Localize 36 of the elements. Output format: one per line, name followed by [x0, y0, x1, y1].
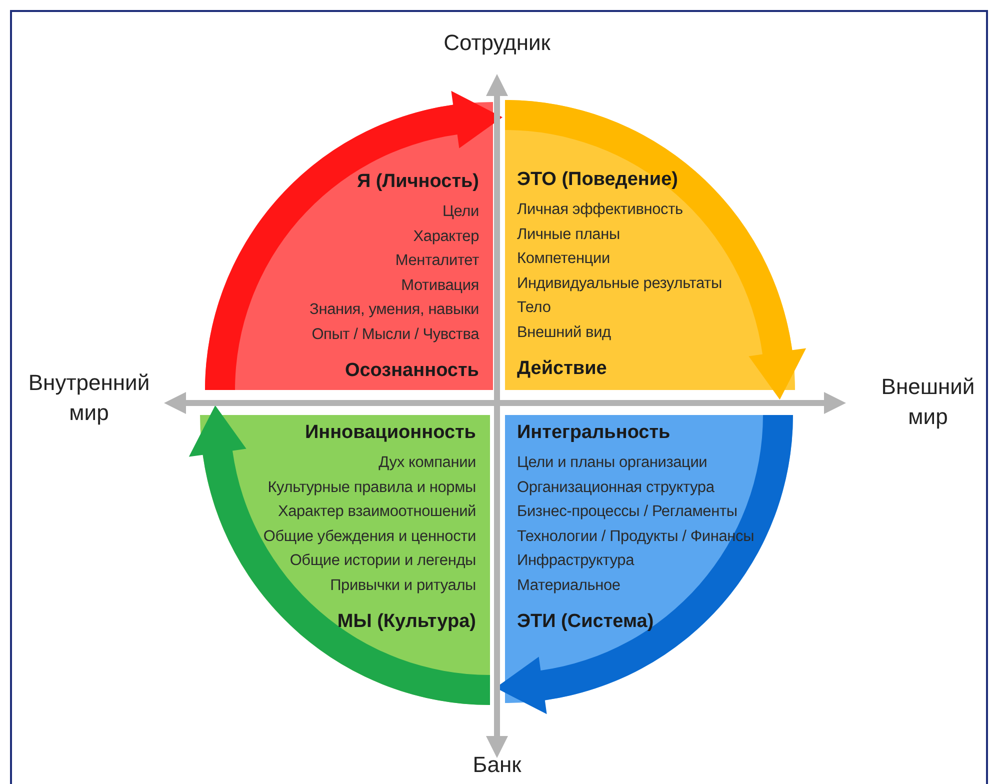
- list-item: Личные планы: [517, 224, 620, 244]
- quadrant-footer: ЭТИ (Система): [517, 610, 654, 634]
- list-item: Привычки и ритуалы: [330, 576, 476, 596]
- list-item: Характер: [413, 226, 479, 246]
- list-item: Дух компании: [378, 453, 476, 473]
- list-item: Тело: [517, 298, 551, 318]
- axis-label: Внутренний мир: [27, 369, 151, 427]
- list-item: Организационная структура: [517, 478, 714, 498]
- quadrant-heading: Я (Личность): [356, 170, 479, 194]
- axis-label: Внешний мир: [880, 373, 976, 431]
- list-item: Индивидуальные результаты: [517, 274, 722, 294]
- axis-label: Банк: [472, 751, 522, 779]
- list-item: Общие истории и легенды: [290, 551, 476, 571]
- quadrant-footer: Действие: [517, 357, 607, 381]
- list-item: Инфраструктура: [517, 551, 634, 571]
- list-item: Компетенции: [517, 249, 610, 269]
- list-item: Характер взаимоотношений: [278, 502, 476, 522]
- quadrant-footer: МЫ (Культура): [337, 610, 476, 634]
- list-item: Бизнес-процессы / Регламенты: [517, 502, 738, 522]
- list-item: Мотивация: [401, 276, 479, 296]
- list-item: Общие убеждения и ценности: [263, 526, 476, 546]
- list-item: Знания, умения, навыки: [310, 300, 479, 320]
- list-item: Личная эффективность: [517, 200, 683, 220]
- list-item: Менталитет: [395, 251, 479, 271]
- quadrant-footer: Осознанность: [344, 359, 479, 383]
- quadrant-heading: ЭТО (Поведение): [517, 168, 678, 192]
- list-item: Технологии / Продукты / Финансы: [517, 526, 754, 546]
- quadrant-heading: Интегральность: [517, 421, 670, 445]
- axis-label: Сотрудник: [442, 29, 552, 57]
- list-item: Цели: [442, 202, 479, 222]
- list-item: Внешний вид: [517, 322, 611, 342]
- list-item: Опыт / Мысли / Чувства: [312, 324, 479, 344]
- list-item: Культурные правила и нормы: [268, 478, 476, 498]
- list-item: Материальное: [517, 576, 620, 596]
- quadrant-heading: Инновационность: [304, 421, 476, 445]
- list-item: Цели и планы организации: [517, 453, 708, 473]
